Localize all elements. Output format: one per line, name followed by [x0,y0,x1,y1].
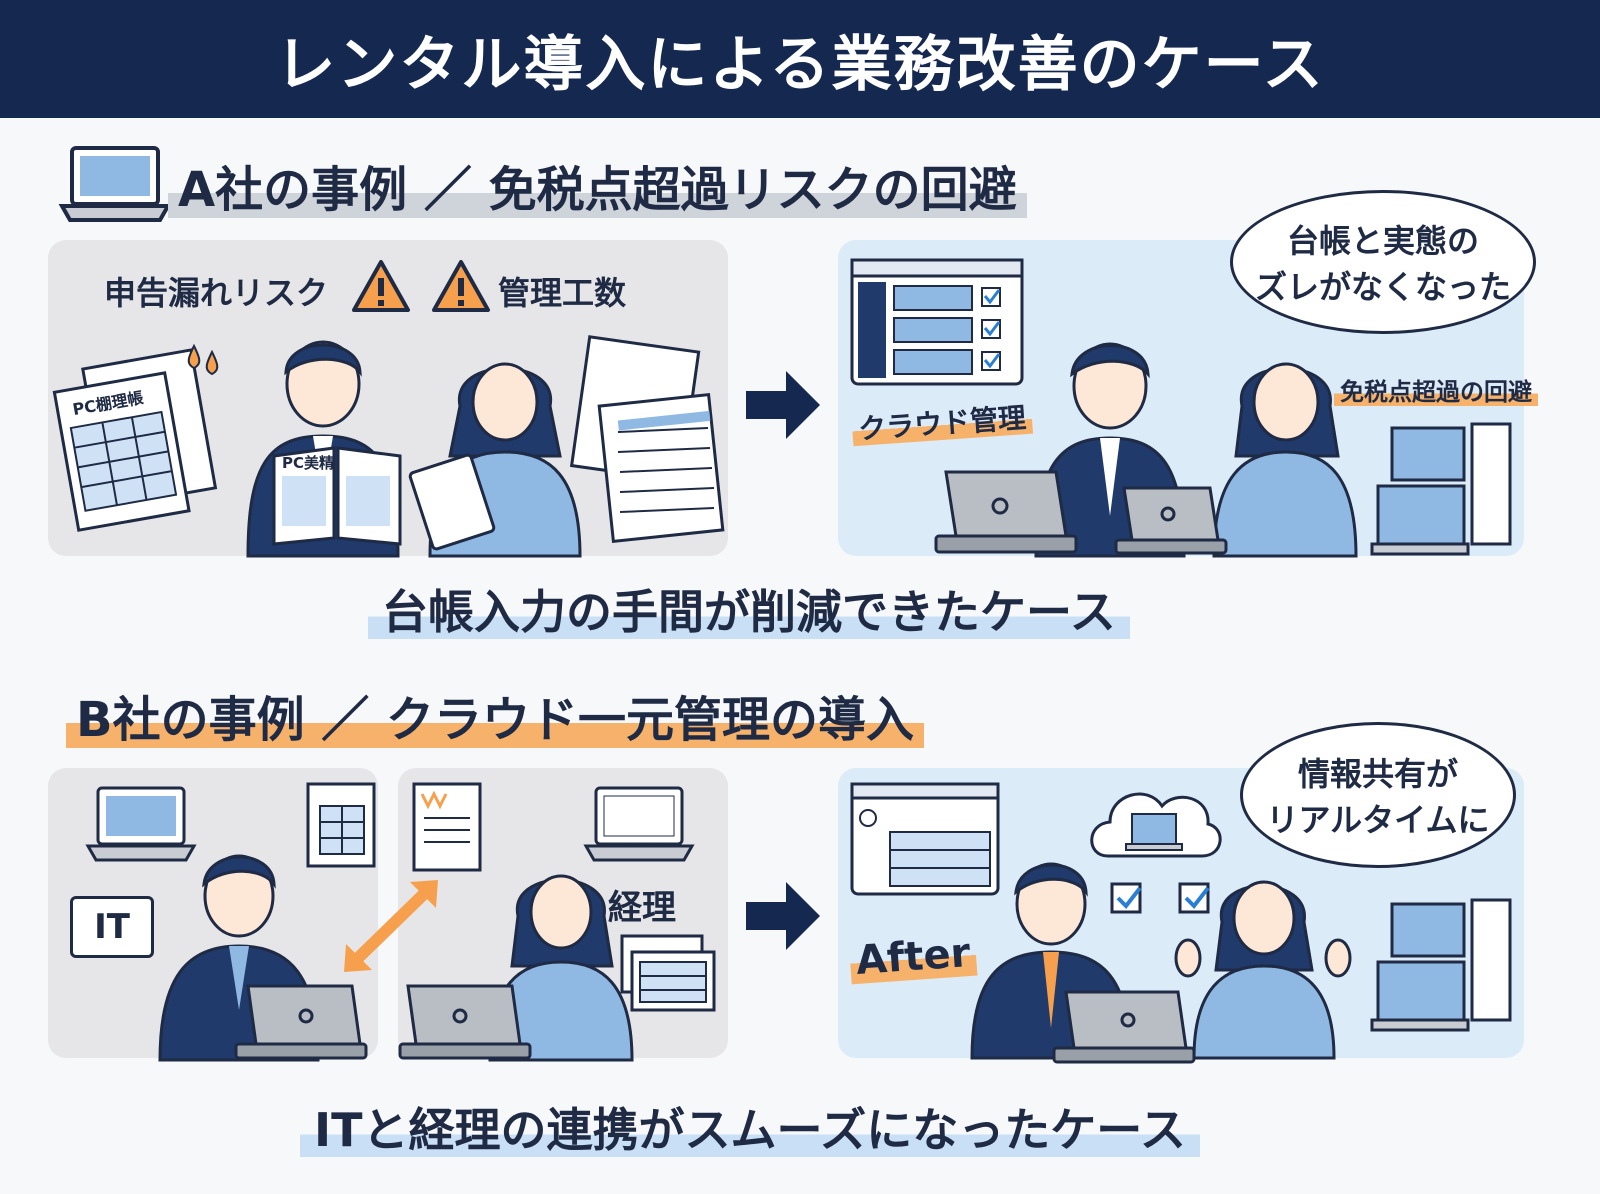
spreadsheet-icon [306,782,376,868]
it-label: IT [94,907,130,947]
page-title: レンタル導入による業務改善のケース [275,29,1325,100]
spreadsheet-icon [569,335,725,544]
speech-bubble-a: 台帳と実態の ズレがなくなった [1230,190,1536,334]
laptop-icon [934,470,1078,554]
accounting-woman-figure [488,874,634,1062]
checkbox-icon [1110,882,1210,914]
case-b-heading-text: B社の事例 ／ クラウド一元管理の導入 [66,692,925,748]
cloud-icon [1090,792,1222,858]
laptop-icon [1052,990,1196,1064]
worried-woman-figure [408,362,582,558]
desktop-icon [1370,898,1512,1032]
laptop-icon [58,146,172,222]
management-effort-label: 管理工数 [498,274,627,312]
warning-icon [432,260,490,312]
after-text: After [848,929,978,985]
bubble-a-line1: 台帳と実態の [1286,222,1479,260]
speech-bubble-b: 情報共有が リアルタイムに [1240,722,1516,868]
document-icon [412,782,482,872]
spreadsheet-icon [52,348,218,532]
smiling-woman-figure [1174,880,1352,1060]
shared-dashboard-icon [850,782,1000,896]
arrow-right-icon [746,882,820,950]
after-label: After [848,929,978,985]
bubble-a-line2: ズレがなくなった [1254,268,1511,306]
it-label-box: IT [70,896,154,958]
laptop-icon [85,786,197,862]
warning-icon [352,260,410,312]
case-a-heading: A社の事例 ／ 免税点超過リスクの回避 [168,150,1027,220]
case-a-caption: 台帳入力の手間が削減できたケース [368,576,1130,642]
bubble-b-line1: 情報共有が [1297,755,1458,793]
case-b-heading: B社の事例 ／ クラウド一元管理の導入 [66,680,925,750]
laptop-icon [1114,486,1228,555]
case-a-caption-text: 台帳入力の手間が削減できたケース [368,585,1130,639]
bidirectional-arrow-icon [344,880,438,972]
reporting-risk-label: 申告漏れリスク [104,274,329,312]
laptop-icon [234,984,368,1060]
happy-woman-figure [1212,362,1358,558]
tax-exemption-text: 免税点超過の回避 [1334,378,1538,406]
laptop-icon [398,984,532,1060]
laptop-icon [583,786,695,862]
tax-exemption-badge: 免税点超過の回避 [1334,372,1538,407]
case-b-caption: ITと経理の連携がスムーズになったケース [300,1094,1200,1160]
sweat-drop-icon [187,343,219,376]
desktop-icon [1370,422,1512,556]
magazine-icon [272,446,402,546]
arrow-right-icon [746,371,820,439]
bubble-b-line2: リアルタイムに [1266,801,1490,839]
cloud-dashboard-icon [850,258,1024,386]
case-a-heading-text: A社の事例 ／ 免税点超過リスクの回避 [168,162,1027,218]
accounting-label: 経理 [608,888,676,928]
page-header: レンタル導入による業務改善のケース [0,0,1600,118]
spreadsheet-icon [620,934,716,1012]
case-b-caption-text: ITと経理の連携がスムーズになったケース [300,1103,1200,1157]
magazine-label: PC美精 [282,454,335,472]
